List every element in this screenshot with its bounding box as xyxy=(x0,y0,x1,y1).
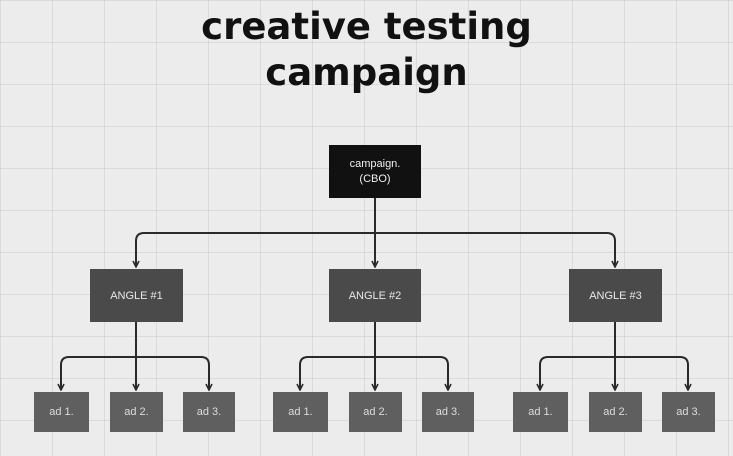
ad-node-1-3: ad 3. xyxy=(183,392,235,432)
ad-node-2-2: ad 2. xyxy=(349,392,402,432)
ad-node-label: ad 3. xyxy=(196,406,222,418)
ad-node-label: ad 1. xyxy=(528,406,553,418)
edge-angle-3-ad-1 xyxy=(540,356,615,389)
angle-node-3-label: ANGLE #3 xyxy=(589,289,642,302)
ad-node-3-1: ad 1. xyxy=(513,392,568,432)
diagram-title: creative testing campaign xyxy=(0,0,733,96)
edge-angle-1-ad-3 xyxy=(136,356,209,389)
angle-node-3: ANGLE #3 xyxy=(569,269,662,322)
edge-root-angle-1 xyxy=(136,232,375,266)
campaign-node-label: campaign. xyxy=(349,157,401,170)
ad-node-1-2: ad 2. xyxy=(110,392,163,432)
ad-node-3-3: ad 3. xyxy=(662,392,715,432)
ad-node-2-3: ad 3. xyxy=(422,392,474,432)
edge-angle-2-ad-3 xyxy=(375,356,448,389)
ad-node-label: ad 1. xyxy=(288,406,313,418)
campaign-node: campaign. (CBO) xyxy=(329,145,421,198)
ad-node-label: ad 2. xyxy=(603,406,628,418)
ad-node-label: ad 3. xyxy=(676,406,701,418)
campaign-node-sublabel: (CBO) xyxy=(359,172,391,185)
ad-node-3-2: ad 2. xyxy=(589,392,642,432)
ad-node-label: ad 3. xyxy=(435,406,461,418)
edge-angle-1-ad-1 xyxy=(61,356,136,389)
title-line-2: campaign xyxy=(265,51,468,94)
angle-node-1: ANGLE #1 xyxy=(90,269,183,322)
ad-node-2-1: ad 1. xyxy=(273,392,328,432)
ad-node-1-1: ad 1. xyxy=(34,392,89,432)
ad-node-label: ad 2. xyxy=(363,406,388,418)
title-line-1: creative testing xyxy=(201,5,532,48)
edge-root-angle-3 xyxy=(375,232,615,266)
angle-node-2: ANGLE #2 xyxy=(329,269,421,322)
edge-angle-2-ad-1 xyxy=(300,356,375,389)
ad-node-label: ad 1. xyxy=(49,406,74,418)
angle-node-1-label: ANGLE #1 xyxy=(110,289,163,302)
edge-angle-3-ad-3 xyxy=(615,356,688,389)
ad-node-label: ad 2. xyxy=(124,406,149,418)
angle-node-2-label: ANGLE #2 xyxy=(348,289,402,302)
